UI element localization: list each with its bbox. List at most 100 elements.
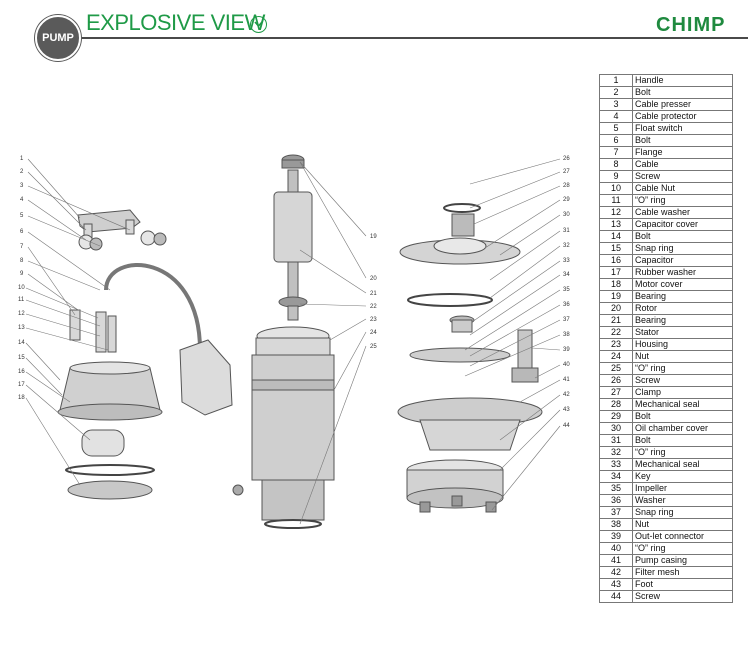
callouts-middle: 19 20 21 22 23 24 25 [370,234,377,350]
flange-part [69,309,117,353]
housing-part [251,326,335,521]
callout-number: 36 [563,302,570,308]
part-number: 6 [599,134,633,147]
part-number: 21 [599,314,633,327]
part-number: 36 [599,494,633,507]
part-name: Screw [632,374,733,387]
bearing-part [281,154,305,169]
part-name: Cable presser [632,98,733,111]
callout-number: 4 [20,197,24,203]
capacitor-part [81,429,125,457]
callouts-left: 1 2 3 4 5 6 7 8 9 10 11 12 13 14 15 16 1… [18,156,25,401]
foot-part [419,495,497,513]
callout-number: 33 [563,258,570,264]
part-number: 39 [599,530,633,543]
part-number: 10 [599,182,633,195]
part-name: Bolt [632,230,733,243]
part-name: Out-let connector [632,530,733,543]
part-number: 29 [599,410,633,423]
callout-number: 13 [18,325,25,331]
part-number: 33 [599,458,633,471]
callout-number: 20 [370,276,377,282]
part-number: 4 [599,110,633,123]
part-name: Screw [632,590,733,603]
cable-part [104,263,202,351]
callouts-right: 26 27 28 29 30 31 32 33 34 35 36 37 38 3… [563,156,570,429]
part-name: Mechanical seal [632,458,733,471]
part-name: Cable washer [632,206,733,219]
part-number: 15 [599,242,633,255]
callout-number: 43 [563,407,570,413]
part-name: Oil chamber cover [632,422,733,435]
oil-chamber-cover-part [399,237,521,265]
part-number: 30 [599,422,633,435]
rotor-part [273,169,313,321]
exploded-diagram: 1 2 3 4 5 6 7 8 9 10 11 12 13 14 15 16 1… [18,154,570,529]
part-name: Cable protector [632,110,733,123]
part-number: 12 [599,206,633,219]
callout-number: 28 [563,183,570,189]
part-name: Foot [632,578,733,591]
callout-number: 10 [18,285,25,291]
part-name: Capacitor [632,254,733,267]
part-name: Float switch [632,122,733,135]
header-rule [40,37,748,39]
callout-number: 2 [20,169,24,175]
part-number: 11 [599,194,633,207]
leader-lines [25,158,561,525]
part-number: 25 [599,362,633,375]
callout-number: 40 [563,362,570,368]
part-name: Washer [632,494,733,507]
brand-logo: CHIMP [656,14,726,36]
callout-number: 5 [20,213,24,219]
nut-part [232,484,244,496]
part-number: 38 [599,518,633,531]
part-name: Bearing [632,290,733,303]
part-name: Clamp [632,386,733,399]
part-number: 32 [599,446,633,459]
part-number: 2 [599,86,633,99]
part-number: 26 [599,374,633,387]
impeller-part [409,347,511,363]
callout-number: 16 [18,369,25,375]
callout-number: 6 [20,229,24,235]
part-name: Filter mesh [632,566,733,579]
callout-number: 23 [370,317,377,323]
part-name: “O” ring [632,446,733,459]
callout-number: 14 [18,340,25,346]
part-number: 28 [599,398,633,411]
motor-cover-part [57,361,163,421]
page-header: PUMP EXPLOSIVE VIEW CHIMP [0,0,750,61]
part-number: 43 [599,578,633,591]
callout-number: 44 [563,423,570,429]
pump-casing-part [397,397,543,451]
callout-number: 26 [563,156,570,162]
part-name: Impeller [632,482,733,495]
part-name: Key [632,470,733,483]
callout-number: 34 [563,272,570,278]
callout-number: 19 [370,234,377,240]
callout-number: 29 [563,197,570,203]
part-number: 44 [599,590,633,603]
mechanical-seal-part [451,213,475,237]
